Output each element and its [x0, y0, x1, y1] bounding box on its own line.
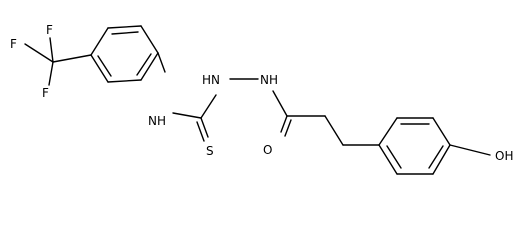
bond-ch2-ch2 [324, 115, 344, 146]
ring-bond [90, 54, 109, 83]
atom-nh-aryl-label: NH [148, 114, 166, 128]
ring-bond [378, 144, 398, 175]
molecule-structure: F F F NH HN NH S O OH [10, 23, 513, 175]
bond-c-f3 [48, 61, 54, 86]
ring-inner-double-bond [136, 53, 152, 76]
bond-nh-c [172, 112, 202, 119]
atom-hn-left-label: HN [202, 73, 220, 87]
atom-f1-label: F [10, 37, 17, 51]
left-benzene-ring [90, 25, 159, 83]
atom-f2-label: F [46, 23, 53, 37]
ring-bond [140, 25, 159, 54]
linker-bonds [157, 52, 380, 146]
bond-ring-oh [449, 144, 491, 156]
atom-oh-label: OH [495, 149, 513, 163]
atom-o-label: O [263, 143, 272, 157]
ring-inner-double-bond [428, 145, 444, 169]
ring-inner-double-bond [97, 55, 112, 77]
ring-bond [432, 117, 451, 146]
atom-nh-right-label: NH [260, 73, 278, 87]
ring-inner-double-bond [386, 145, 402, 169]
trifluoromethyl-bonds [24, 37, 92, 86]
bond-c-f2 [49, 37, 54, 63]
bond-c-s [200, 117, 209, 138]
atom-labels: F F F NH HN NH S O OH [10, 23, 513, 163]
ring-bond [140, 52, 159, 81]
bond-ring-nh [157, 52, 166, 73]
ring-bond [432, 144, 451, 175]
right-benzene-ring [378, 117, 491, 175]
ring-bond [90, 27, 109, 56]
ring-bond [107, 79, 142, 83]
bond-c-o-double [284, 119, 292, 137]
bond-c-ring [52, 54, 92, 63]
bond-c-f1 [24, 43, 54, 63]
bond-c-hn [200, 94, 217, 119]
ring-inner-double-bond [111, 31, 139, 35]
atom-f3-label: F [42, 86, 49, 100]
bond-nh-c [272, 90, 288, 117]
atom-s-label: S [206, 144, 214, 158]
ring-bond [107, 25, 142, 29]
bond-c-o [280, 115, 288, 133]
bond-c-s-double [196, 121, 205, 142]
ring-bond [378, 117, 398, 146]
